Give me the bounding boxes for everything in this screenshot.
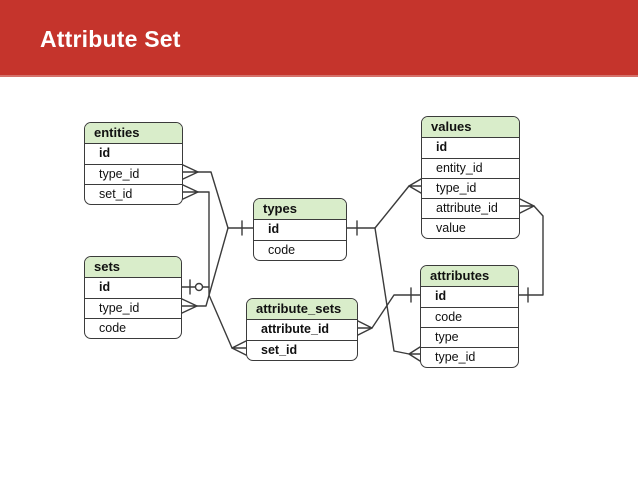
relationship-attributes-type_id-to-types-id bbox=[374, 227, 421, 362]
table-row: code bbox=[421, 307, 518, 327]
table-entities: entities id type_id set_id bbox=[84, 122, 183, 205]
crow-foot-many-icon bbox=[357, 320, 373, 336]
relationship-sets-type_id-to-types-id bbox=[181, 227, 229, 314]
table-row: type_id bbox=[85, 298, 181, 318]
table-row: code bbox=[85, 318, 181, 338]
page-title: Attribute Set bbox=[40, 26, 181, 52]
table-sets: sets id type_id code bbox=[84, 256, 182, 339]
slide-title-banner: Attribute Set bbox=[0, 0, 638, 77]
table-header: sets bbox=[85, 257, 181, 278]
table-header: attribute_sets bbox=[247, 299, 357, 320]
table-attributes: attributes id code type type_id bbox=[420, 265, 519, 368]
optional-circle-icon bbox=[194, 282, 204, 292]
relationship-attribute_sets-attribute_id-to-attributes-id bbox=[357, 287, 421, 336]
table-types: types id code bbox=[253, 198, 347, 261]
table-values: values id entity_id type_id attribute_id… bbox=[421, 116, 520, 239]
table-row: id bbox=[99, 280, 111, 294]
table-row: code bbox=[254, 240, 346, 260]
relationship-entities-set_id-to-sets-id bbox=[181, 184, 233, 349]
table-row: set_id bbox=[85, 184, 182, 204]
table-row: attribute_id bbox=[422, 198, 519, 218]
relationship-attribute_sets-set_id-to-sets-id bbox=[231, 340, 247, 356]
table-header: entities bbox=[85, 123, 182, 144]
table-attribute-sets: attribute_sets attribute_id set_id bbox=[246, 298, 358, 361]
table-row: value bbox=[422, 218, 519, 238]
table-header: attributes bbox=[421, 266, 518, 287]
table-header: types bbox=[254, 199, 346, 220]
table-row: type bbox=[421, 327, 518, 347]
crow-foot-many-icon bbox=[181, 298, 198, 314]
table-row: id bbox=[268, 222, 280, 236]
table-row: id bbox=[435, 289, 447, 303]
table-row: type_id bbox=[422, 178, 519, 198]
crow-foot-many-icon bbox=[231, 340, 247, 356]
relationship-values-type_id-to-types-id bbox=[346, 178, 422, 236]
crow-foot-many-icon bbox=[519, 198, 535, 214]
table-row: id bbox=[436, 140, 448, 154]
table-row: type_id bbox=[85, 164, 182, 184]
relationship-entities-type_id-to-types-id bbox=[182, 164, 254, 236]
table-row: set_id bbox=[247, 340, 357, 360]
crow-foot-many-icon bbox=[182, 184, 199, 200]
crow-foot-many-icon bbox=[182, 164, 199, 180]
crow-foot-many-icon bbox=[408, 178, 422, 194]
table-row: id bbox=[99, 146, 111, 160]
crow-foot-many-icon bbox=[408, 346, 421, 362]
table-header: values bbox=[422, 117, 519, 138]
relationship-values-attribute_id-to-attributes-id bbox=[518, 198, 544, 303]
table-row: attribute_id bbox=[261, 322, 330, 336]
table-row: entity_id bbox=[422, 158, 519, 178]
table-row: type_id bbox=[421, 347, 518, 367]
